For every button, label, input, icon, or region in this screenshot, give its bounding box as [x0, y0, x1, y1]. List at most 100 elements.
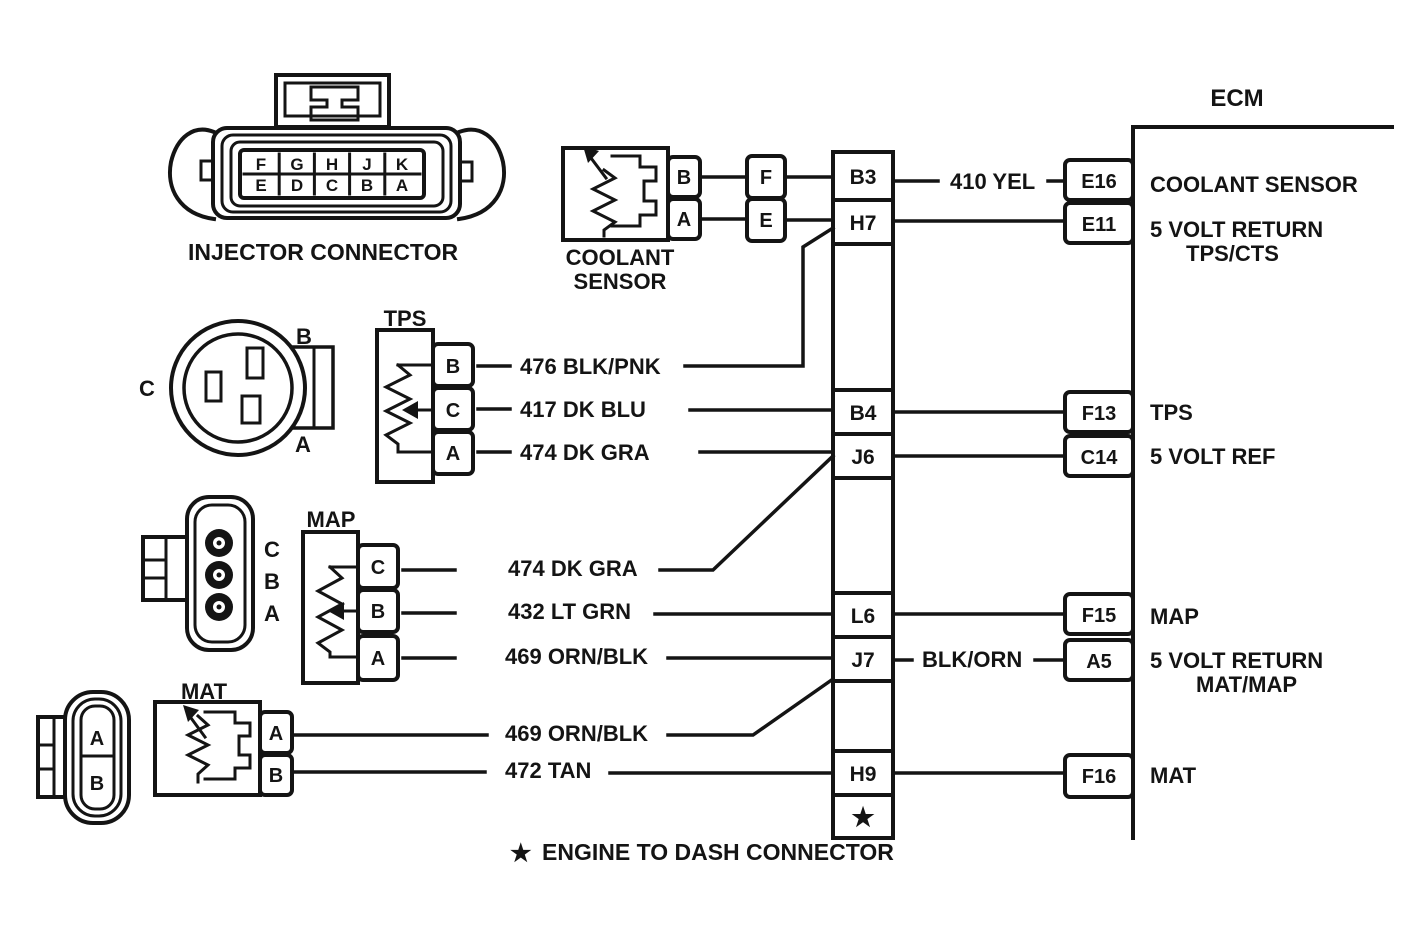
tps-slot-c [204, 370, 223, 403]
injector-pin-d: D [291, 176, 303, 195]
coolant-plug-silhouette [610, 154, 658, 228]
dash-connector-column: B3 H7 B4 J6 L6 J7 H9 ★ [831, 150, 895, 840]
tps-slot-a [240, 394, 262, 425]
ecm-pin-box-f15 [1063, 592, 1135, 636]
ecm-label-mat: MAT [1150, 763, 1197, 788]
injector-pin-h: H [326, 155, 338, 174]
dash-column-outline [831, 150, 895, 840]
injector-right-wing [456, 127, 506, 222]
injector-connector-drawing: F G H J K E D C B A INJECTOR CONNECTOR [168, 73, 506, 265]
dash-cell-h7-label: H7 [850, 212, 877, 235]
wire-label-432-lt-grn: 432 LT GRN [508, 599, 631, 624]
ecm-pin-f13: F13 [1082, 403, 1116, 425]
dash-cell-h9-label: H9 [850, 763, 877, 786]
coolant-label-line1: COOLANT [566, 245, 675, 270]
tps-box [375, 328, 435, 484]
mat-pin-b: B [269, 765, 283, 787]
injector-keyway [309, 85, 360, 122]
wire-label-474-dk-gra-1: 474 DK GRA [520, 440, 650, 465]
coolant-thermistor-arrow [583, 146, 599, 163]
ecm-pin-box-e11 [1063, 201, 1135, 245]
map-title: MAP [307, 507, 356, 532]
tps-pin-a: A [446, 443, 460, 465]
injector-pin-e: E [255, 176, 266, 195]
dash-cell-l6-label: L6 [851, 605, 876, 628]
ecm-pin-box-c14 [1063, 434, 1135, 478]
tps-connector-pin-a: A [295, 432, 311, 457]
sensor-wires: 476 BLK/PNK 417 DK BLU 474 DK GRA 474 DK… [293, 225, 836, 783]
mat-connector-pin-a: A [90, 728, 104, 750]
wire-tps-b-to-h7 [476, 225, 836, 368]
mat-pin-a: A [269, 723, 283, 745]
map-connector-pin-a: A [264, 601, 280, 626]
wire-label-469-orn-blk-1: 469 ORN/BLK [505, 644, 648, 669]
ecm-label-coolant-sensor: COOLANT SENSOR [1150, 172, 1358, 197]
ecm-pin-box-e16 [1063, 158, 1135, 202]
injector-pin-f: F [256, 155, 266, 174]
map-connector-drawing: C B A [141, 495, 280, 652]
harness-pin-f: F [760, 167, 772, 189]
ecm-pin-box-f13 [1063, 390, 1135, 434]
ecm-pin-f16: F16 [1082, 766, 1116, 788]
ecm-label-5v-return-tps: 5 VOLT RETURN [1150, 217, 1323, 242]
ecm-label-5v-ref: 5 VOLT REF [1150, 444, 1276, 469]
injector-pin-j: J [362, 155, 371, 174]
map-box [301, 530, 360, 685]
ecm-pin-e11: E11 [1082, 214, 1116, 236]
ecm-pin-f15: F15 [1082, 605, 1116, 627]
ecm-label-tps: TPS [1150, 400, 1193, 425]
ecm: ECM 410 YEL BLK/ORN E16 E11 F13 C14 F15 … [891, 85, 1394, 840]
coolant-sensor: B A COOLANT SENSOR F E [561, 146, 835, 294]
mat-box [153, 700, 262, 797]
ecm-label-mat-map: MAT/MAP [1196, 672, 1297, 697]
wire-map-c-to-j6 [401, 453, 836, 572]
tps-title: TPS [384, 306, 427, 331]
injector-pin-a: A [396, 176, 408, 195]
wire-mat-a-to-j7 [293, 676, 836, 737]
tps-connector-pin-c: C [139, 376, 155, 401]
coolant-thermistor [589, 167, 619, 238]
wire-map-b-to-l6 [401, 611, 835, 616]
tps-round-connector-drawing: B C A [139, 319, 335, 457]
mat-connector-pin-b: B [90, 773, 104, 795]
map-pin-c: C [371, 557, 385, 579]
wire-label-472-tan: 472 TAN [505, 758, 591, 783]
harness-pin-e: E [759, 210, 772, 232]
injector-left-wing [168, 127, 217, 222]
wire-label-blk-orn: BLK/ORN [922, 647, 1022, 672]
mat-pin-box-b [258, 753, 294, 797]
injector-pin-b: B [361, 176, 373, 195]
mat-sensor: MAT A B [153, 679, 294, 797]
dash-cell-b3-label: B3 [850, 166, 877, 189]
map-connector-pin-b: B [264, 569, 280, 594]
dash-cell-j6-label: J6 [851, 446, 874, 469]
tps-pin-b: B [446, 356, 460, 378]
wire-label-474-dk-gra-2: 474 DK GRA [508, 556, 638, 581]
ecm-pin-box-f16 [1063, 753, 1135, 799]
wire-tps-c-to-b4 [476, 407, 835, 412]
wire-label-476-blk-pnk: 476 BLK/PNK [520, 354, 661, 379]
footnote: ★ ENGINE TO DASH CONNECTOR [510, 839, 894, 867]
mat-title: MAT [181, 679, 228, 704]
map-pin-b: B [371, 601, 385, 623]
ecm-pin-box-a5 [1063, 638, 1135, 682]
wire-label-469-orn-blk-2: 469 ORN/BLK [505, 721, 648, 746]
tps-wiper-arrow [402, 401, 418, 419]
tps-resistor [382, 362, 414, 454]
footnote-star-icon: ★ [510, 840, 532, 867]
tps-pin-c: C [446, 400, 460, 422]
coolant-pin-b: B [677, 167, 691, 189]
mat-connector-drawing: A B [36, 690, 131, 825]
map-wiper-arrow [328, 602, 344, 620]
coolant-wires [698, 175, 835, 222]
wire-mat-b-to-h9 [293, 770, 835, 775]
ecm-label-map: MAP [1150, 604, 1199, 629]
injector-pin-c: C [326, 176, 338, 195]
injector-pin-grid [238, 148, 426, 200]
ecm-label-5v-return-mat: 5 VOLT RETURN [1150, 648, 1323, 673]
dash-cell-star-glyph: ★ [851, 802, 875, 832]
dash-cell-star [831, 793, 895, 840]
map-connector-pin-c: C [264, 537, 280, 562]
